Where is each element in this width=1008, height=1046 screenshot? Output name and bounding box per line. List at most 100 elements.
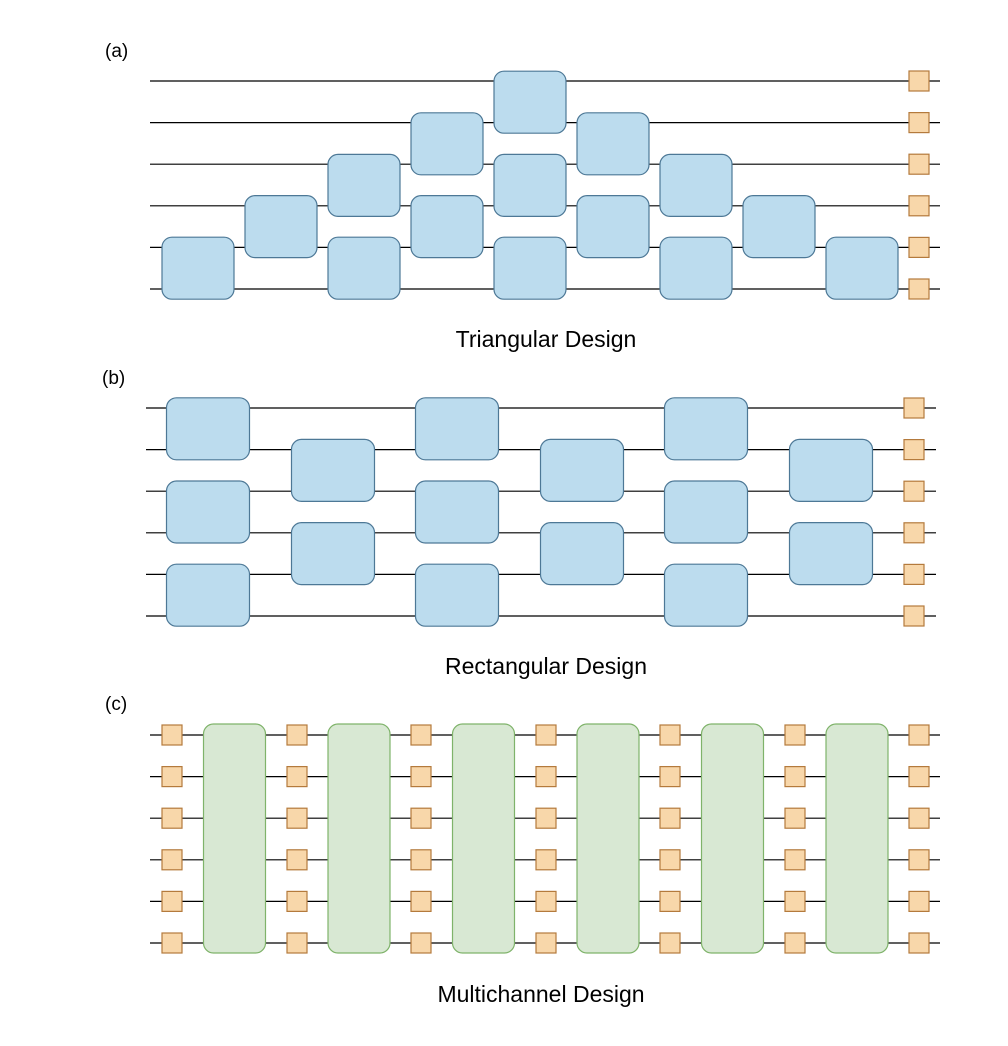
port-c-col3-row1 — [410, 724, 432, 746]
output-port-b-3 — [903, 480, 925, 502]
port-c-col5-row4 — [659, 849, 681, 871]
port-c-col4-row5 — [535, 890, 557, 913]
mzi-block-b-1 — [165, 397, 251, 461]
output-port-a-2 — [908, 111, 930, 134]
mzi-block-b-11 — [663, 397, 749, 461]
output-port-b-1 — [903, 397, 925, 419]
caption-triangular: Triangular Design — [456, 326, 637, 352]
panel-multichannel: (c) Multichannel Design — [105, 694, 940, 1007]
ports-rectangular — [903, 397, 925, 627]
port-c-col6-row2 — [784, 765, 806, 788]
port-c-col3-row6 — [410, 932, 432, 954]
port-c-col5-row5 — [659, 890, 681, 913]
mzi-block-a-12 — [659, 153, 733, 217]
output-port-b-4 — [903, 522, 925, 544]
mzi-block-b-7 — [414, 480, 500, 544]
port-c-col6-row4 — [784, 849, 806, 871]
mzi-block-a-7 — [493, 70, 567, 134]
mzi-block-b-14 — [788, 438, 874, 502]
output-port-a-1 — [908, 70, 930, 92]
mzi-block-b-15 — [788, 521, 874, 586]
output-port-b-2 — [903, 439, 925, 461]
mzi-block-a-3 — [327, 153, 401, 217]
multichannel-block-c-1 — [202, 723, 267, 954]
mzi-block-a-10 — [576, 112, 650, 176]
mzi-block-a-1 — [161, 236, 235, 300]
port-c-col3-row2 — [410, 765, 432, 788]
panel-label-b: (b) — [102, 368, 125, 389]
mzi-block-a-6 — [410, 195, 484, 259]
ports-multichannel — [161, 724, 930, 954]
mzi-block-a-2 — [244, 195, 318, 259]
port-c-col7-row4 — [908, 849, 930, 871]
mzi-block-b-5 — [290, 521, 376, 586]
port-c-col3-row5 — [410, 890, 432, 913]
panel-triangular: (a) Triangular Design — [105, 41, 940, 352]
multichannel-block-c-3 — [451, 723, 516, 954]
panel-label-c: (c) — [105, 694, 127, 715]
port-c-col4-row4 — [535, 849, 557, 871]
port-c-col1-row3 — [161, 807, 183, 829]
output-port-b-5 — [903, 563, 925, 586]
multichannel-block-c-4 — [576, 723, 640, 954]
panel-rectangular: (b) Rectangular Design — [102, 368, 936, 679]
mzi-block-a-8 — [493, 153, 567, 217]
mzi-block-b-10 — [539, 521, 625, 586]
mzi-block-a-9 — [493, 236, 567, 300]
mzi-block-b-6 — [414, 397, 500, 461]
port-c-col7-row3 — [908, 807, 930, 829]
mzi-block-a-13 — [659, 236, 733, 300]
port-c-col4-row6 — [535, 932, 557, 954]
port-c-col4-row1 — [535, 724, 557, 746]
mzi-block-b-2 — [165, 480, 251, 544]
port-c-col7-row5 — [908, 890, 930, 913]
mzi-block-b-13 — [663, 563, 749, 627]
port-c-col2-row4 — [286, 849, 308, 871]
ports-triangular — [908, 70, 930, 300]
port-c-col1-row5 — [161, 890, 183, 913]
multichannel-block-c-5 — [700, 723, 765, 954]
mzi-block-a-4 — [327, 236, 401, 300]
mzi-block-b-4 — [290, 438, 376, 502]
mzi-block-b-9 — [539, 438, 625, 502]
output-port-a-3 — [908, 153, 930, 175]
caption-rectangular: Rectangular Design — [445, 653, 647, 679]
output-port-a-4 — [908, 195, 930, 217]
port-c-col5-row1 — [659, 724, 681, 746]
multichannel-block-c-6 — [825, 723, 889, 954]
port-c-col7-row2 — [908, 765, 930, 788]
port-c-col2-row3 — [286, 807, 308, 829]
port-c-col1-row2 — [161, 765, 183, 788]
blocks-triangular — [161, 70, 899, 300]
blocks-multichannel — [202, 723, 889, 954]
mzi-block-b-8 — [414, 563, 500, 627]
port-c-col6-row6 — [784, 932, 806, 954]
panel-label-a: (a) — [105, 41, 128, 62]
mzi-block-a-5 — [410, 112, 484, 176]
port-c-col1-row6 — [161, 932, 183, 954]
port-c-col6-row3 — [784, 807, 806, 829]
multichannel-block-c-2 — [327, 723, 391, 954]
mzi-block-b-3 — [165, 563, 251, 627]
port-c-col1-row4 — [161, 849, 183, 871]
port-c-col6-row1 — [784, 724, 806, 746]
port-c-col2-row2 — [286, 765, 308, 788]
port-c-col4-row3 — [535, 807, 557, 829]
mzi-block-a-14 — [742, 195, 816, 259]
mzi-block-a-15 — [825, 236, 899, 300]
blocks-rectangular — [165, 397, 874, 627]
port-c-col5-row2 — [659, 765, 681, 788]
port-c-col3-row3 — [410, 807, 432, 829]
mzi-block-b-12 — [663, 480, 749, 544]
port-c-col4-row2 — [535, 765, 557, 788]
port-c-col2-row1 — [286, 724, 308, 746]
port-c-col1-row1 — [161, 724, 183, 746]
output-port-a-6 — [908, 278, 930, 300]
port-c-col3-row4 — [410, 849, 432, 871]
port-c-col5-row3 — [659, 807, 681, 829]
port-c-col2-row5 — [286, 890, 308, 913]
output-port-b-6 — [903, 605, 925, 627]
port-c-col7-row1 — [908, 724, 930, 746]
port-c-col2-row6 — [286, 932, 308, 954]
